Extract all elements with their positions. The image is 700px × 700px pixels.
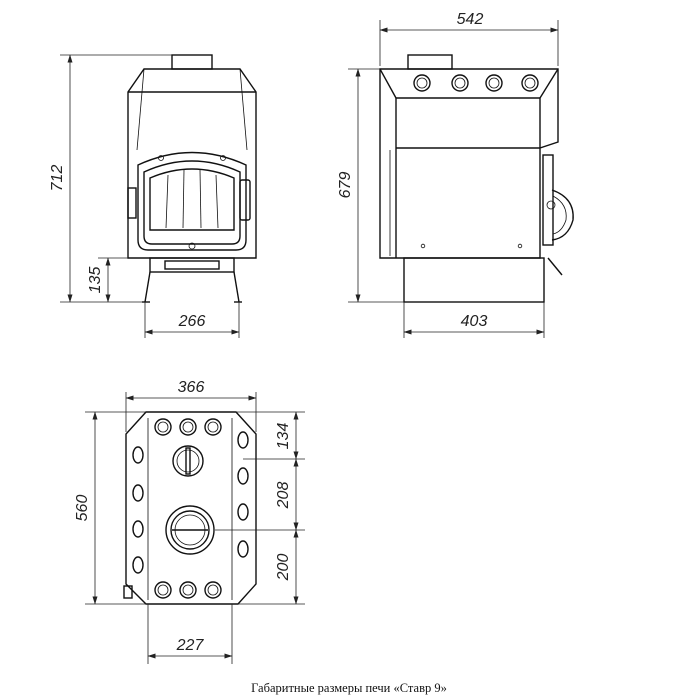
top-view [123, 411, 257, 605]
front-door-glass [149, 168, 235, 231]
top-hinge [123, 585, 133, 599]
front-chimney-collar [171, 54, 213, 70]
dim-227: 227 [176, 637, 205, 654]
front-ash-box [149, 257, 235, 273]
side-chimney-collar [407, 54, 453, 70]
top-dimensions: 366 560 134 208 200 227 [74, 379, 305, 664]
front-view [127, 54, 257, 303]
side-top-holes [413, 74, 539, 92]
front-door-frame [137, 151, 247, 251]
dim-135: 135 [87, 267, 104, 294]
dim-266: 266 [178, 313, 206, 330]
side-dimensions: 542 679 403 [337, 11, 559, 338]
top-holes-lower [154, 581, 222, 599]
door-handle [239, 179, 251, 221]
front-right-leg [233, 271, 240, 303]
dim-560: 560 [74, 495, 91, 522]
dim-403: 403 [461, 313, 488, 330]
dim-208: 208 [275, 482, 292, 510]
dim-366: 366 [178, 379, 205, 396]
side-base [403, 257, 545, 303]
dim-679: 679 [337, 172, 354, 199]
front-dimensions: 712 135 266 [49, 54, 240, 338]
door-hinge [127, 187, 137, 219]
dim-542: 542 [457, 11, 484, 28]
top-body-outline [125, 411, 257, 605]
side-door-edge [542, 154, 554, 246]
side-view [379, 54, 574, 303]
side-handle [551, 189, 574, 241]
top-chimney-outlet [165, 505, 215, 555]
dim-712: 712 [49, 165, 66, 192]
dim-200: 200 [275, 554, 292, 582]
top-holes-upper [154, 418, 222, 436]
top-side-vents [132, 431, 249, 574]
dim-134: 134 [275, 423, 292, 450]
front-left-leg [144, 271, 151, 303]
top-damper-small [172, 445, 204, 477]
caption: Габаритные размеры печи «Ставр 9» [251, 681, 447, 695]
